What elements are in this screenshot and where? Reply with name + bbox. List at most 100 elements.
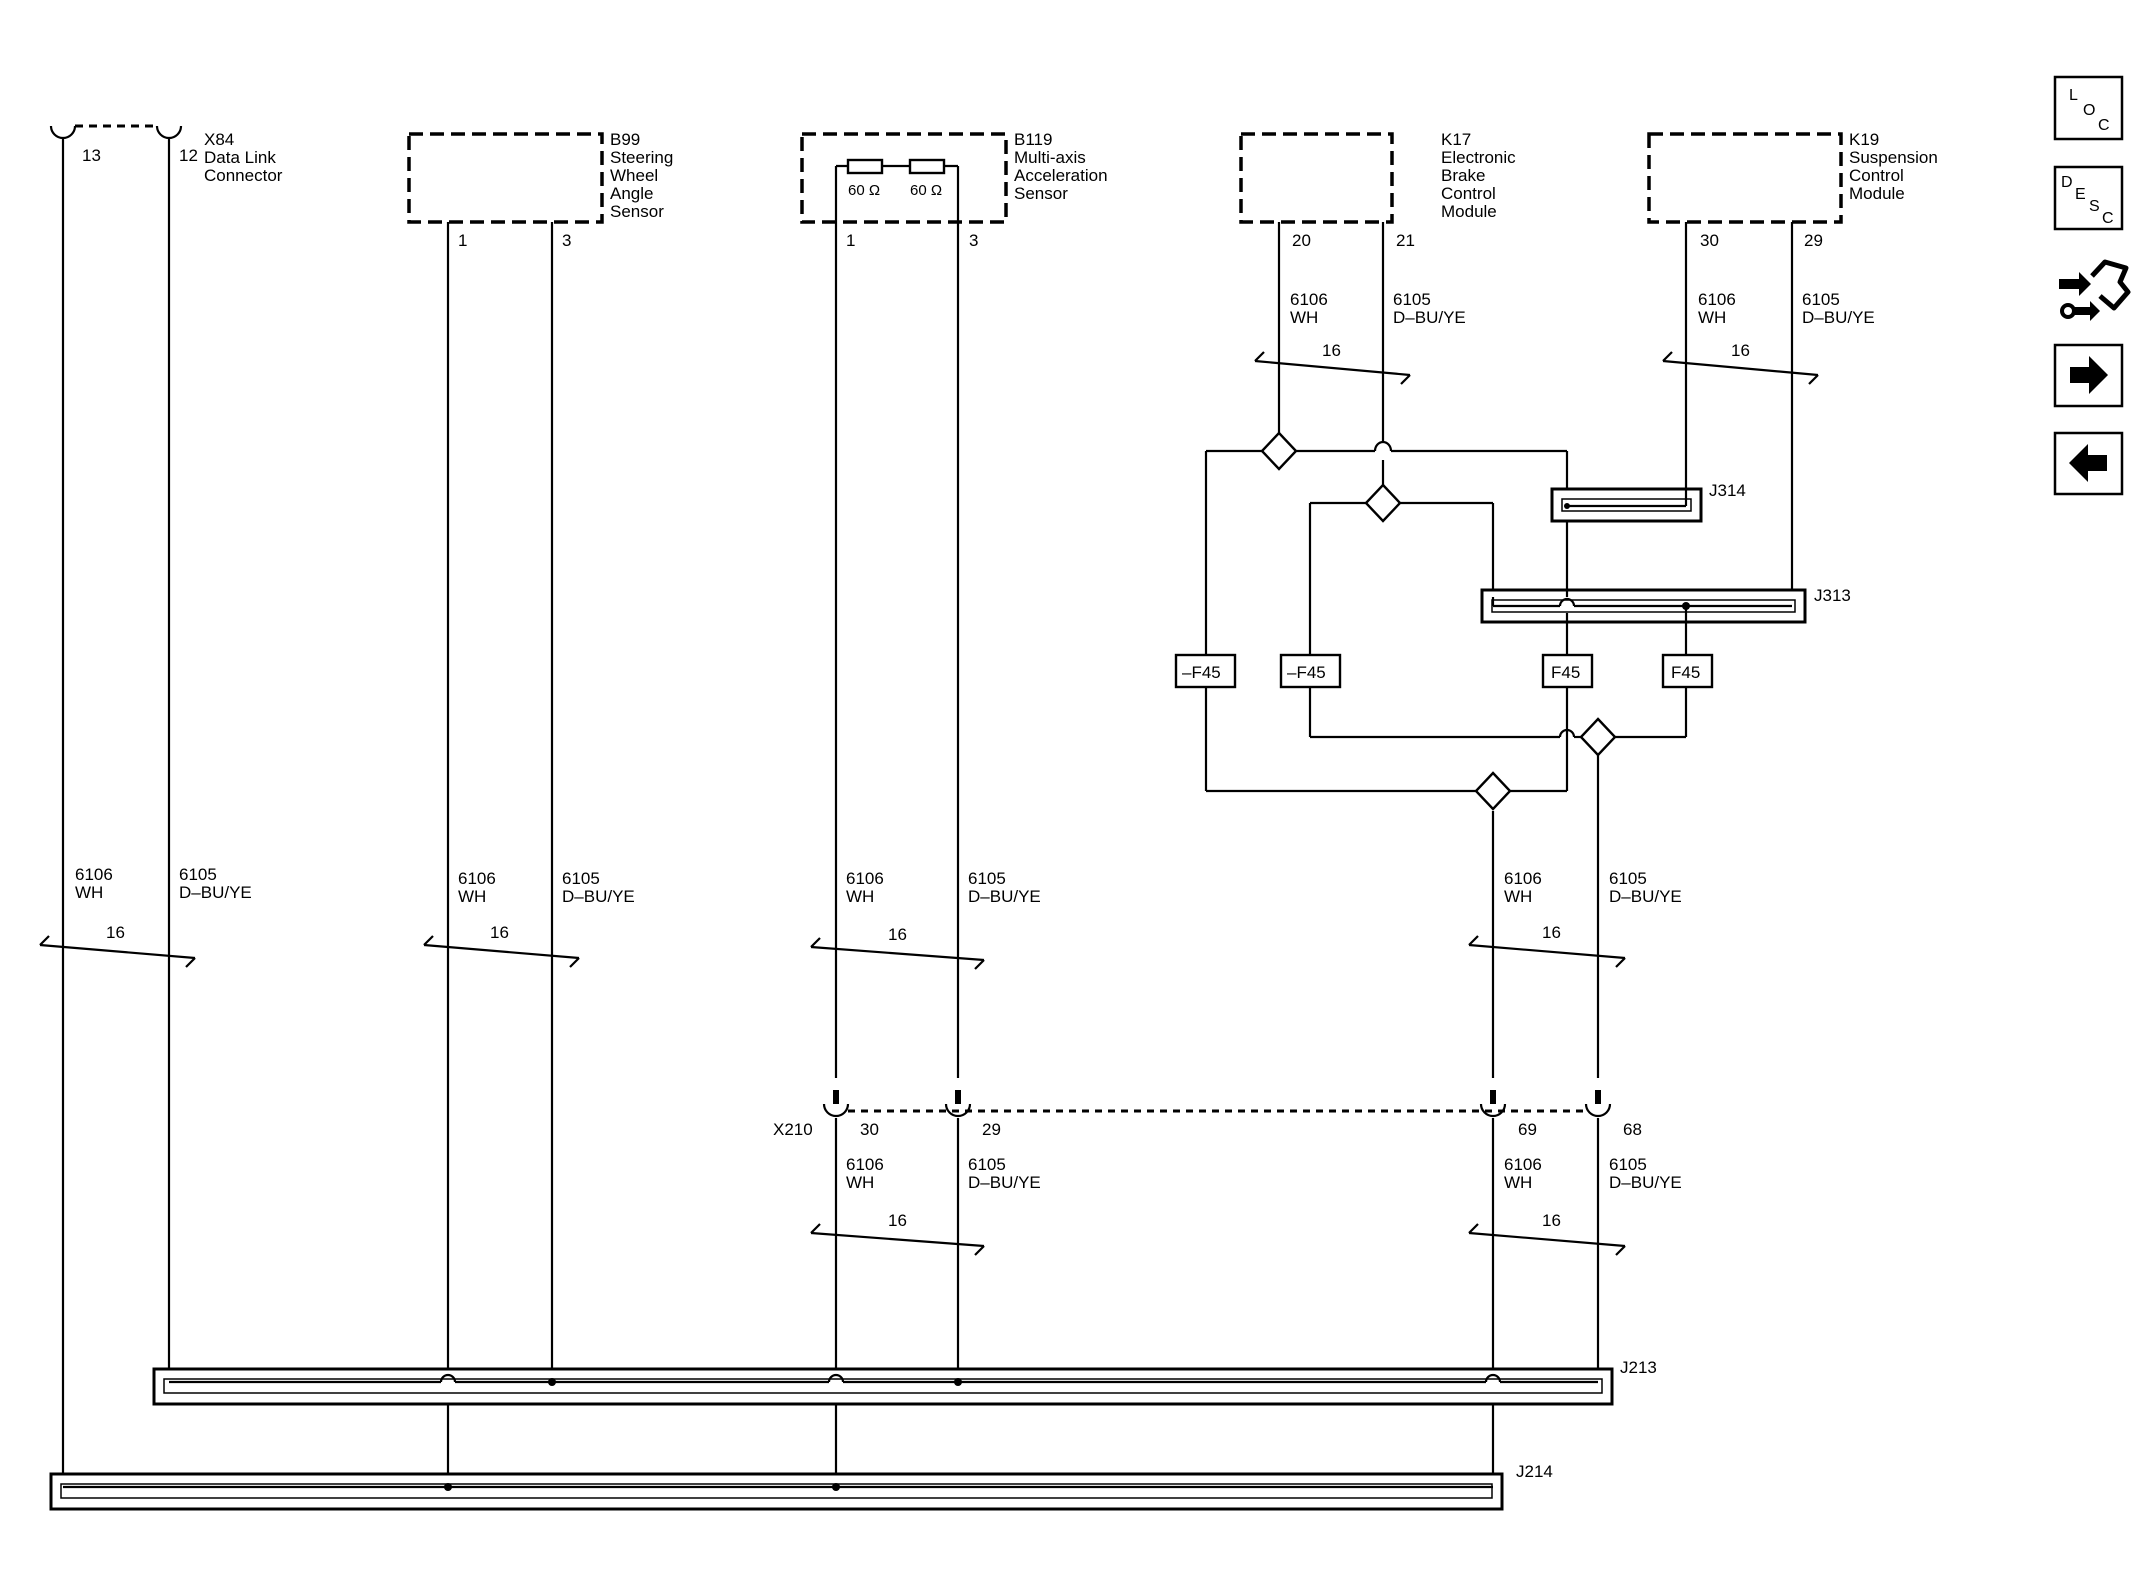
desc-letter-e: E (2075, 186, 2086, 203)
next-page-button[interactable] (2053, 343, 2124, 408)
wire-label: WH (458, 887, 486, 906)
k19-label-3: Module (1849, 184, 1905, 203)
x84-label-1: Data Link (204, 148, 276, 167)
b119-multi-axis-acceleration-sensor: 60 Ω 60 Ω B119 Multi-axis Acceleration S… (800, 130, 1108, 250)
x84-data-link-connector: 13 12 X84 Data Link Connector (49, 124, 283, 185)
j213-label: J213 (1620, 1358, 1657, 1377)
wire-label: WH (1290, 308, 1318, 327)
description-button[interactable]: D E S C (2053, 165, 2124, 231)
wire-label: 6105 (1393, 290, 1431, 309)
resistor-2 (908, 158, 946, 175)
fuse-f45-2-label: –F45 (1287, 663, 1326, 682)
wire-gauge-label: 16 (1322, 341, 1341, 360)
x210-pin-30: 30 (860, 1120, 879, 1139)
wire-label: WH (846, 1173, 874, 1192)
x84-label-2: Connector (204, 166, 283, 185)
b99-id: B99 (610, 130, 640, 149)
j214-label: J214 (1516, 1462, 1553, 1481)
b119-label-2: Acceleration (1014, 166, 1108, 185)
x84-pin-12: 12 (179, 146, 198, 165)
wire-label: WH (846, 887, 874, 906)
resistor-1-value: 60 Ω (848, 182, 880, 199)
k17-label-4: Module (1441, 202, 1497, 221)
wire-labels-middle: 6106 WH 6105 D–BU/YE 16 6106 WH 6105 D–B… (39, 865, 1682, 970)
location-button[interactable]: L O C (2053, 75, 2124, 141)
wire-label: 6105 (562, 869, 600, 888)
wire-label: WH (1504, 887, 1532, 906)
wire-label: 6105 (1609, 1155, 1647, 1174)
k17-electronic-brake-control-module: K17 Electronic Brake Control Module 20 2… (1239, 130, 1516, 250)
b119-pin-1: 1 (846, 231, 855, 250)
k17-pin-20: 20 (1292, 231, 1311, 250)
k19-pin-30: 30 (1700, 231, 1719, 250)
previous-page-button[interactable] (2053, 431, 2124, 496)
fuse-f45-1-label: –F45 (1182, 663, 1221, 682)
wire-label: 6105 (1609, 869, 1647, 888)
x84-pin-13: 13 (82, 146, 101, 165)
x210-pin-68: 68 (1623, 1120, 1642, 1139)
b99-pin-1: 1 (458, 231, 467, 250)
splice-diamond-4 (1474, 771, 1512, 811)
x210-id: X210 (773, 1120, 813, 1139)
fuse-f45-4 (1661, 653, 1714, 689)
wire-label: 6106 (1504, 869, 1542, 888)
j214-splice-pack: J214 (49, 1462, 1553, 1511)
wire-label: 6106 (458, 869, 496, 888)
loc-letter-l: L (2069, 87, 2078, 104)
fuse-f45-1 (1174, 653, 1237, 689)
splice-diamond-1 (1260, 431, 1298, 471)
b99-label-4: Sensor (610, 202, 664, 221)
b99-label-3: Angle (610, 184, 653, 203)
k17-id: K17 (1441, 130, 1471, 149)
splice-diamond-2 (1364, 483, 1402, 523)
k19-id: K19 (1849, 130, 1879, 149)
wire-label: 6105 (179, 865, 217, 884)
wire-label: 6106 (75, 865, 113, 884)
b99-pin-3: 3 (562, 231, 571, 250)
wire-label: 6106 (846, 869, 884, 888)
resistor-1 (846, 158, 884, 175)
desc-letter-d: D (2061, 174, 2073, 191)
wire-label: D–BU/YE (968, 887, 1041, 906)
connector-icon[interactable] (2059, 259, 2131, 321)
wire-label: 6106 (1290, 290, 1328, 309)
wire-label: 6105 (968, 869, 1006, 888)
wire-label: 6105 (1802, 290, 1840, 309)
j213-splice-pack: J213 (152, 1358, 1657, 1406)
wire-label: D–BU/YE (1802, 308, 1875, 327)
resistor-2-value: 60 Ω (910, 182, 942, 199)
wire-gauge-label: 16 (888, 1211, 907, 1230)
k17-label-2: Brake (1441, 166, 1485, 185)
wire-label: D–BU/YE (1609, 887, 1682, 906)
wire-labels-upper: 6106 WH 6105 D–BU/YE 16 6106 WH 6105 D–B… (1254, 290, 1875, 385)
b99-steering-wheel-angle-sensor: B99 Steering Wheel Angle Sensor 1 3 (407, 130, 673, 250)
k19-suspension-control-module: K19 Suspension Control Module 30 29 (1647, 130, 1938, 250)
b99-label-2: Wheel (610, 166, 658, 185)
splice-diamond-3 (1579, 717, 1617, 757)
k19-label-2: Control (1849, 166, 1904, 185)
desc-letter-c: C (2102, 210, 2114, 227)
j313-label: J313 (1814, 586, 1851, 605)
wire-label: 6105 (968, 1155, 1006, 1174)
wire-label: WH (75, 883, 103, 902)
wire-label: D–BU/YE (1609, 1173, 1682, 1192)
k19-pin-29: 29 (1804, 231, 1823, 250)
fuse-f45-3-label: F45 (1551, 663, 1580, 682)
b119-label-3: Sensor (1014, 184, 1068, 203)
b119-pin-3: 3 (969, 231, 978, 250)
wire-labels-lower: 6106 WH 6105 D–BU/YE 16 6106 WH 6105 D–B… (810, 1155, 1682, 1256)
loc-letter-o: O (2083, 102, 2095, 119)
can-bus-mesh: J314 J313 –F45 –F45 F45 F45 (1174, 431, 1851, 811)
wire-gauge-label: 16 (490, 923, 509, 942)
wire-label: WH (1698, 308, 1726, 327)
wire-label: 6106 (846, 1155, 884, 1174)
wire-label: D–BU/YE (179, 883, 252, 902)
j314-label: J314 (1709, 481, 1746, 500)
fuse-f45-4-label: F45 (1671, 663, 1700, 682)
wire-runs (61, 138, 1794, 1487)
wire-label: WH (1504, 1173, 1532, 1192)
x210-pin-69: 69 (1518, 1120, 1537, 1139)
k17-label-1: Electronic (1441, 148, 1516, 167)
wire-label: 6106 (1504, 1155, 1542, 1174)
